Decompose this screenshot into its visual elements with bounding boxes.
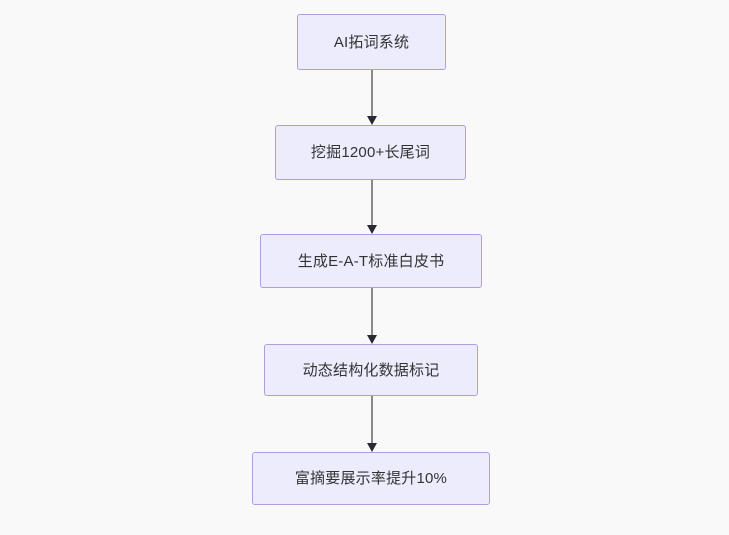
edge-line xyxy=(371,70,373,117)
flow-edge-2 xyxy=(367,180,377,234)
edge-line xyxy=(371,288,373,336)
arrowhead-icon xyxy=(367,443,377,452)
edge-line xyxy=(371,180,373,226)
flow-edge-1 xyxy=(367,70,377,125)
arrowhead-icon xyxy=(367,116,377,125)
flow-node-label: AI拓词系统 xyxy=(333,33,410,51)
flow-node-dynamic-structured-data-markup[interactable]: 动态结构化数据标记 xyxy=(264,344,478,396)
flow-node-mine-longtail-keywords[interactable]: 挖掘1200+长尾词 xyxy=(275,125,466,180)
arrowhead-icon xyxy=(367,335,377,344)
flow-node-label: 生成E-A-T标准白皮书 xyxy=(297,252,445,270)
edge-line xyxy=(371,396,373,444)
flow-node-label: 挖掘1200+长尾词 xyxy=(310,144,431,161)
flow-edge-3 xyxy=(367,288,377,344)
flow-node-rich-snippet-rate-increase[interactable]: 富摘要展示率提升10% xyxy=(252,452,490,505)
flow-node-generate-eat-whitepaper[interactable]: 生成E-A-T标准白皮书 xyxy=(260,234,482,288)
flow-node-label: 富摘要展示率提升10% xyxy=(294,470,448,487)
flow-node-label: 动态结构化数据标记 xyxy=(302,361,440,379)
arrowhead-icon xyxy=(367,225,377,234)
flow-edge-4 xyxy=(367,396,377,452)
flow-node-ai-keyword-system[interactable]: AI拓词系统 xyxy=(297,14,446,70)
